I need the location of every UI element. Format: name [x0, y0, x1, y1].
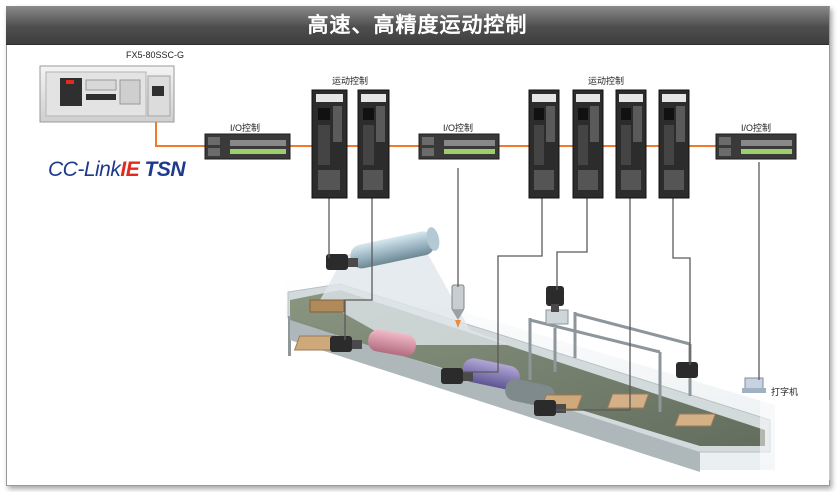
servo-amplifier-3: [528, 89, 560, 199]
page-title: 高速、高精度运动控制: [307, 13, 528, 37]
plc-controller: [39, 65, 175, 123]
io-module-1: [204, 133, 291, 160]
servo-amplifier-4: [572, 89, 604, 199]
io-control-label-3: I/O控制: [741, 123, 772, 133]
printer-label: 打字机: [771, 387, 799, 397]
io-control-label-2: I/O控制: [443, 123, 474, 133]
controller-model-label: FX5-80SSC-G: [126, 50, 185, 60]
logo-prefix: CC-Link: [48, 158, 121, 181]
motor-cables: [328, 162, 760, 411]
motion-control-label-2: 运动控制: [588, 76, 625, 86]
servo-amplifier-6: [658, 89, 690, 199]
servo-amplifier-2: [357, 89, 390, 199]
io-control-label-1: I/O控制: [230, 123, 261, 133]
title-banner: 高速、高精度运动控制: [6, 6, 829, 45]
cc-link-ie-tsn-logo: CC-LinkIE TSN: [48, 158, 186, 182]
servo-amplifier-1: [311, 89, 348, 199]
io-module-3: [715, 133, 797, 160]
logo-tsn: TSN: [144, 158, 186, 181]
logo-ie: IE: [120, 158, 140, 181]
motion-control-label-1: 运动控制: [332, 76, 369, 86]
io-module-2: [418, 133, 500, 160]
conveyor-machine: [285, 227, 830, 480]
cc-link-ie-tsn-network: [155, 115, 716, 147]
servo-amplifier-5: [615, 89, 647, 199]
